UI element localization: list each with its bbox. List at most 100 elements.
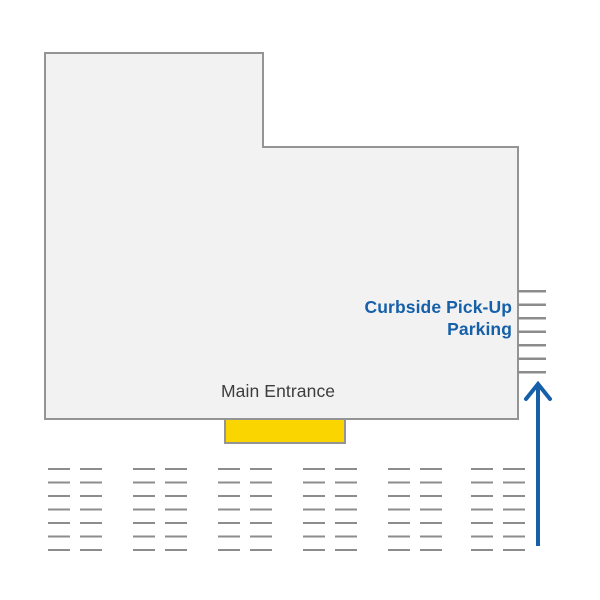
- parking-stall-stripe: [165, 508, 187, 511]
- parking-stall-stripe: [80, 468, 102, 470]
- parking-stall-stripe: [420, 495, 442, 497]
- parking-stall-stripe: [335, 468, 357, 470]
- parking-stall-stripe: [303, 535, 325, 538]
- parking-stall-stripe: [503, 468, 525, 470]
- parking-stall-stripe: [48, 549, 70, 551]
- parking-stall-stripe: [218, 535, 240, 538]
- parking-stall-stripe: [503, 522, 525, 524]
- parking-stall-stripe: [165, 535, 187, 538]
- curbside-stall[interactable]: [518, 290, 546, 293]
- parking-stall-stripe: [250, 522, 272, 524]
- parking-stall-stripe: [165, 481, 187, 484]
- store-building-outline: [44, 52, 519, 420]
- parking-stall-stripe: [335, 495, 357, 497]
- parking-stall-stripe: [250, 535, 272, 538]
- parking-stall-stripe: [335, 535, 357, 538]
- parking-stall-stripe: [133, 495, 155, 497]
- parking-stall-stripe: [503, 495, 525, 497]
- curbside-stall[interactable]: [518, 371, 546, 374]
- parking-stall-stripe: [218, 495, 240, 497]
- parking-stall-stripe: [218, 468, 240, 470]
- parking-stall-stripe: [48, 508, 70, 511]
- curbside-stall[interactable]: [518, 303, 546, 307]
- parking-stall-stripe: [48, 468, 70, 470]
- parking-stall-stripe: [48, 495, 70, 497]
- traffic-direction-arrow-icon: [524, 380, 552, 546]
- parking-stall-stripe: [503, 549, 525, 551]
- parking-stall-stripe: [303, 495, 325, 497]
- parking-stall-stripe: [335, 522, 357, 524]
- curbside-pickup-parking-label: Curbside Pick-Up Parking: [336, 296, 512, 340]
- parking-stall-stripe: [250, 468, 272, 470]
- parking-stall-stripe: [420, 535, 442, 538]
- parking-stall-stripe: [503, 481, 525, 484]
- parking-stall-stripe: [471, 522, 493, 524]
- parking-stall-stripe: [303, 468, 325, 470]
- parking-stall-stripe: [250, 481, 272, 484]
- parking-stall-stripe: [303, 481, 325, 484]
- parking-stall-stripe: [165, 522, 187, 524]
- parking-stall-stripe: [48, 535, 70, 538]
- parking-stall-stripe: [335, 549, 357, 551]
- parking-stall-stripe: [133, 508, 155, 511]
- parking-stall-stripe: [133, 522, 155, 524]
- parking-stall-group[interactable]: [471, 468, 525, 551]
- parking-stall-stripe: [388, 481, 410, 484]
- parking-stall-stripe: [388, 508, 410, 511]
- parking-stall-stripe: [218, 549, 240, 551]
- parking-stall-stripe: [503, 508, 525, 511]
- parking-stall-stripe: [80, 549, 102, 551]
- parking-stall-stripe: [471, 549, 493, 551]
- parking-stall-stripe: [218, 481, 240, 484]
- curbside-stall[interactable]: [518, 317, 546, 320]
- parking-stall-stripe: [48, 481, 70, 484]
- main-entrance-marker[interactable]: [224, 418, 346, 444]
- parking-stall-stripe: [471, 481, 493, 484]
- parking-stall-stripe: [420, 522, 442, 524]
- parking-stall-stripe: [250, 508, 272, 511]
- parking-stall-stripe: [420, 468, 442, 470]
- curbside-label-line-1: Curbside Pick-Up: [364, 297, 512, 317]
- parking-stall-group[interactable]: [303, 468, 357, 551]
- parking-stall-stripe: [218, 508, 240, 511]
- parking-stall-stripe: [250, 495, 272, 497]
- parking-stall-group[interactable]: [388, 468, 442, 551]
- parking-stall-stripe: [80, 481, 102, 484]
- parking-stall-group[interactable]: [133, 468, 187, 551]
- parking-stall-stripe: [303, 549, 325, 551]
- parking-stall-group[interactable]: [48, 468, 102, 551]
- parking-stall-stripe: [471, 468, 493, 470]
- parking-stall-stripe: [388, 549, 410, 551]
- parking-stall-stripe: [250, 549, 272, 551]
- parking-stall-stripe: [80, 535, 102, 538]
- parking-stall-stripe: [48, 522, 70, 524]
- parking-stall-stripe: [335, 481, 357, 484]
- parking-stall-stripe: [471, 535, 493, 538]
- curbside-stall[interactable]: [518, 330, 546, 334]
- parking-stall-stripe: [218, 522, 240, 524]
- parking-stall-stripe: [303, 522, 325, 524]
- parking-stall-stripe: [388, 522, 410, 524]
- curbside-stall-group: [518, 290, 546, 374]
- curbside-stall[interactable]: [518, 344, 546, 347]
- curbside-stall[interactable]: [518, 357, 546, 361]
- curbside-label-line-2: Parking: [447, 319, 512, 339]
- parking-stall-stripe: [420, 481, 442, 484]
- parking-stall-stripe: [133, 481, 155, 484]
- parking-stall-stripe: [165, 495, 187, 497]
- parking-stall-stripe: [165, 549, 187, 551]
- main-entrance-label: Main Entrance: [221, 381, 336, 401]
- parking-stall-stripe: [388, 535, 410, 538]
- parking-stall-stripe: [165, 468, 187, 470]
- parking-stall-stripe: [471, 495, 493, 497]
- parking-stall-stripe: [420, 549, 442, 551]
- parking-stall-stripe: [80, 522, 102, 524]
- parking-stall-group[interactable]: [218, 468, 272, 551]
- parking-stall-stripe: [388, 468, 410, 470]
- parking-stall-stripe: [133, 549, 155, 551]
- parking-stall-stripe: [388, 495, 410, 497]
- parking-stall-stripe: [471, 508, 493, 511]
- parking-stall-stripe: [303, 508, 325, 511]
